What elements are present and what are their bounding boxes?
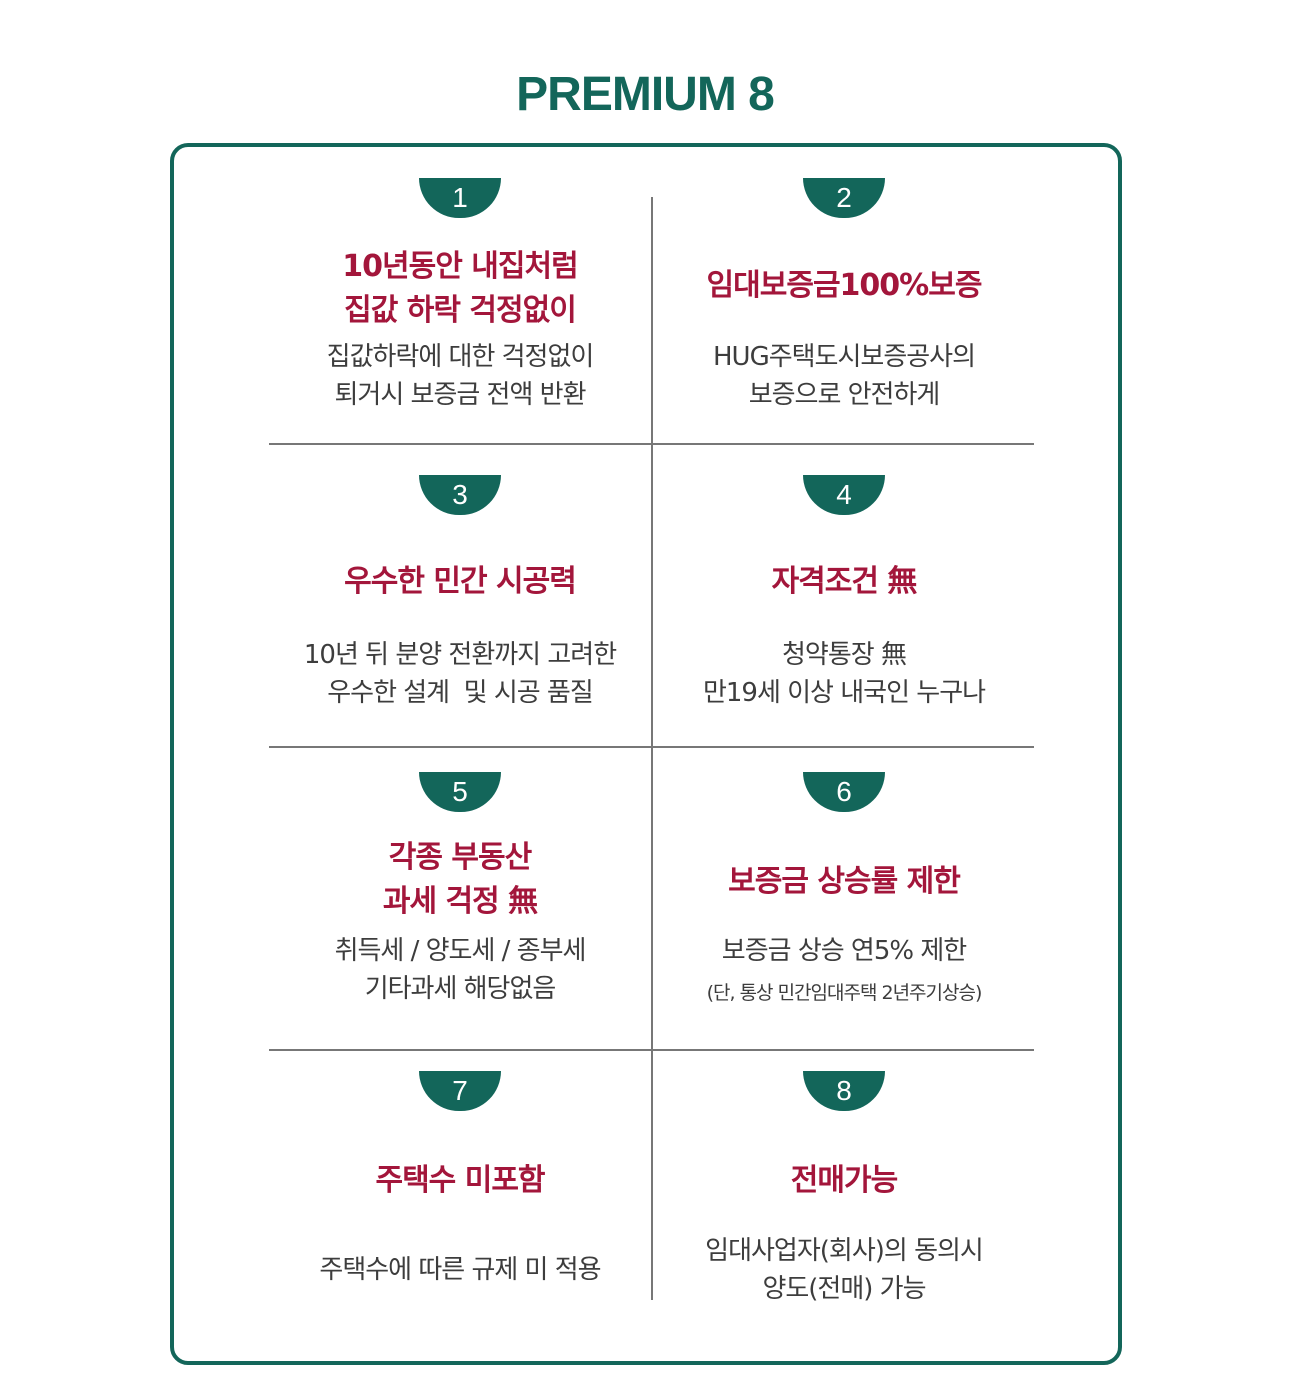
item-description-line: 보증금 상승 연5% 제한 bbox=[721, 936, 967, 966]
item-description-line: 양도(전매) 가능 bbox=[762, 1274, 926, 1304]
item-description: 10년 뒤 분양 전환까지 고려한 우수한 설계 및 시공 품질 bbox=[244, 636, 676, 712]
item-title: 임대보증금100%보증 bbox=[633, 264, 1055, 308]
item-title: 전매가능 bbox=[633, 1159, 1055, 1203]
item-title: 자격조건 無 bbox=[633, 560, 1055, 604]
item-title-line: 전매가능 bbox=[790, 1163, 898, 1198]
item-title-line: 10년동안 내집처럼 bbox=[342, 249, 578, 284]
vertical-divider bbox=[651, 197, 653, 1300]
item-description-line: 집값하락에 대한 걱정없이 bbox=[326, 342, 595, 372]
item-description: 집값하락에 대한 걱정없이 퇴거시 보증금 전액 반환 bbox=[244, 338, 676, 414]
item-description-line: 청약통장 無 bbox=[782, 640, 907, 670]
item-title: 보증금 상승률 제한 bbox=[633, 860, 1055, 904]
item-title-line: 각종 부동산 bbox=[388, 840, 532, 875]
item-description-line: 주택수에 따른 규제 미 적용 bbox=[319, 1255, 601, 1285]
item-description-line: 취득세 / 양도세 / 종부세 bbox=[334, 936, 587, 966]
item-description-line: 임대사업자(회사)의 동의시 bbox=[705, 1236, 984, 1266]
horizontal-divider-3 bbox=[269, 1049, 1034, 1051]
item-title: 각종 부동산 과세 걱정 無 bbox=[249, 836, 671, 924]
item-description-line: 보증으로 안전하게 bbox=[748, 380, 941, 410]
item-title: 주택수 미포함 bbox=[249, 1159, 671, 1203]
item-description-line: 기타과세 해당없음 bbox=[364, 974, 557, 1004]
premium-frame bbox=[170, 143, 1122, 1365]
horizontal-divider-1 bbox=[269, 443, 1034, 445]
horizontal-divider-2 bbox=[269, 746, 1034, 748]
item-description-line: 만19세 이상 내국인 누구나 bbox=[702, 678, 986, 708]
item-title-line: 보증금 상승률 제한 bbox=[728, 864, 961, 899]
item-title: 10년동안 내집처럼 집값 하락 걱정없이 bbox=[249, 245, 671, 333]
item-title-line: 임대보증금100%보증 bbox=[706, 268, 983, 303]
item-description-line: 퇴거시 보증금 전액 반환 bbox=[334, 380, 587, 410]
item-description-line: 우수한 설계 및 시공 품질 bbox=[327, 678, 594, 708]
item-note: (단, 통상 민간임대주택 2년주기상승) bbox=[706, 982, 983, 1004]
item-description: 청약통장 無 만19세 이상 내국인 누구나 bbox=[628, 636, 1060, 712]
item-description: 취득세 / 양도세 / 종부세 기타과세 해당없음 bbox=[244, 932, 676, 1008]
item-title-line: 자격조건 無 bbox=[771, 564, 918, 599]
item-title: 우수한 민간 시공력 bbox=[249, 560, 671, 604]
item-title-line: 집값 하락 걱정없이 bbox=[344, 293, 577, 328]
item-description-line: HUG주택도시보증공사의 bbox=[712, 342, 976, 372]
item-description: 임대사업자(회사)의 동의시 양도(전매) 가능 bbox=[628, 1232, 1060, 1308]
item-title-line: 주택수 미포함 bbox=[375, 1163, 545, 1198]
item-description: 주택수에 따른 규제 미 적용 bbox=[244, 1251, 676, 1289]
page-title: PREMIUM 8 bbox=[516, 68, 775, 121]
item-title-line: 과세 걱정 無 bbox=[382, 884, 538, 919]
item-description-line: 10년 뒤 분양 전환까지 고려한 bbox=[303, 640, 617, 670]
item-title-line: 우수한 민간 시공력 bbox=[344, 564, 577, 599]
item-description: HUG주택도시보증공사의 보증으로 안전하게 bbox=[628, 338, 1060, 414]
item-description: 보증금 상승 연5% 제한 bbox=[628, 932, 1060, 970]
